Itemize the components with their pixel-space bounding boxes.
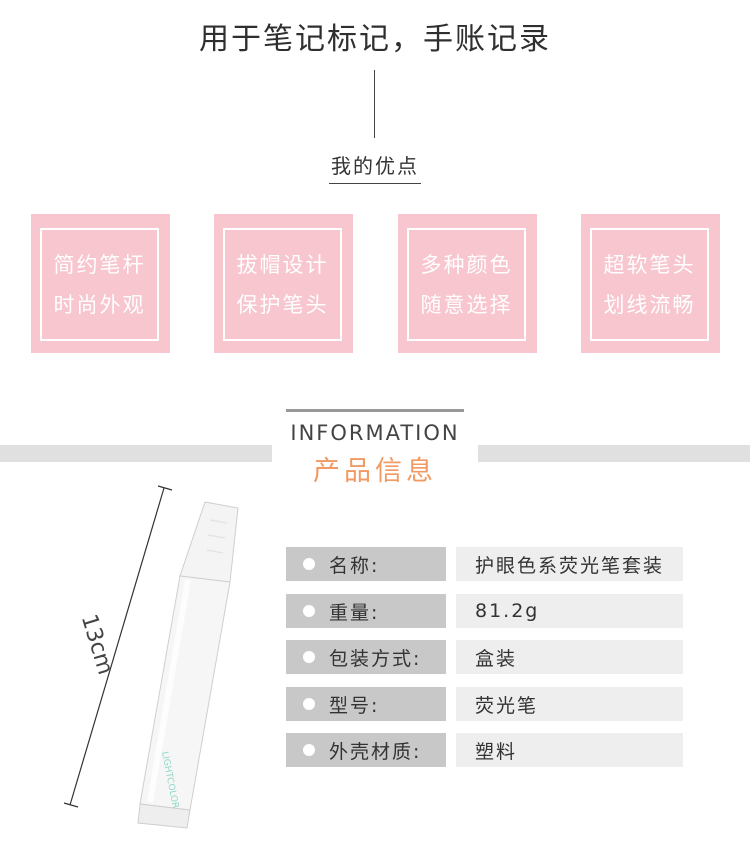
bullet-dot-icon xyxy=(303,651,315,663)
spec-value-cell: 盒装 xyxy=(456,640,683,674)
spec-value: 护眼色系荧光笔套装 xyxy=(475,554,665,577)
spec-value-cell: 塑料 xyxy=(456,733,683,767)
spec-label: 重量: xyxy=(329,601,380,624)
bullet-dot-icon xyxy=(303,605,315,617)
spec-value: 81.2g xyxy=(475,600,540,622)
advantages-title: 我的优点 xyxy=(0,150,750,184)
spec-value-cell: 荧光笔 xyxy=(456,687,683,721)
spec-label: 型号: xyxy=(329,694,380,717)
spec-label-cell: 重量: xyxy=(286,594,446,628)
advantage-line: 多种颜色 xyxy=(420,252,513,277)
spec-label: 名称: xyxy=(329,554,380,577)
advantages-title-text: 我的优点 xyxy=(329,150,421,184)
advantage-line: 划线流畅 xyxy=(603,292,696,317)
information-header: INFORMATION 产品信息 xyxy=(272,409,478,487)
advantage-line: 保护笔头 xyxy=(236,292,329,317)
spec-value: 盒装 xyxy=(475,647,518,670)
spec-label: 外壳材质: xyxy=(329,740,422,763)
advantage-card-3: 多种颜色 随意选择 xyxy=(398,214,537,353)
advantage-card-frame: 超软笔头 划线流畅 xyxy=(590,228,709,341)
advantage-card-frame: 多种颜色 随意选择 xyxy=(407,228,526,341)
advantage-card-1: 简约笔杆 时尚外观 xyxy=(31,214,170,353)
divider-vertical xyxy=(374,70,375,138)
pen-illustration: LIGHTCOLOR xyxy=(63,485,239,829)
spec-label-cell: 外壳材质: xyxy=(286,733,446,767)
spec-value-cell: 护眼色系荧光笔套装 xyxy=(456,547,683,581)
advantage-line: 时尚外观 xyxy=(53,292,146,317)
advantage-card-4: 超软笔头 划线流畅 xyxy=(581,214,720,353)
advantage-line: 拔帽设计 xyxy=(236,252,329,277)
highlighter-pen xyxy=(137,501,239,829)
spec-value-cell: 81.2g xyxy=(456,594,683,628)
spec-label: 包装方式: xyxy=(329,647,422,670)
bullet-dot-icon xyxy=(303,558,315,570)
spec-label-cell: 名称: xyxy=(286,547,446,581)
information-title-cn: 产品信息 xyxy=(313,456,437,487)
advantage-card-frame: 拔帽设计 保护笔头 xyxy=(223,228,342,341)
dimension-line xyxy=(63,485,173,808)
spec-value: 塑料 xyxy=(475,740,518,763)
spec-label-cell: 包装方式: xyxy=(286,640,446,674)
advantage-line: 简约笔杆 xyxy=(53,252,146,277)
advantage-line: 随意选择 xyxy=(420,292,513,317)
bullet-dot-icon xyxy=(303,744,315,756)
advantage-line: 超软笔头 xyxy=(603,252,696,277)
information-topline xyxy=(286,409,464,412)
advantage-card-2: 拔帽设计 保护笔头 xyxy=(214,214,353,353)
information-title-en: INFORMATION xyxy=(290,421,460,445)
headline: 用于笔记标记，手账记录 xyxy=(199,22,551,57)
spec-value: 荧光笔 xyxy=(475,694,539,717)
spec-label-cell: 型号: xyxy=(286,687,446,721)
bullet-dot-icon xyxy=(303,698,315,710)
advantage-card-frame: 简约笔杆 时尚外观 xyxy=(40,228,159,341)
